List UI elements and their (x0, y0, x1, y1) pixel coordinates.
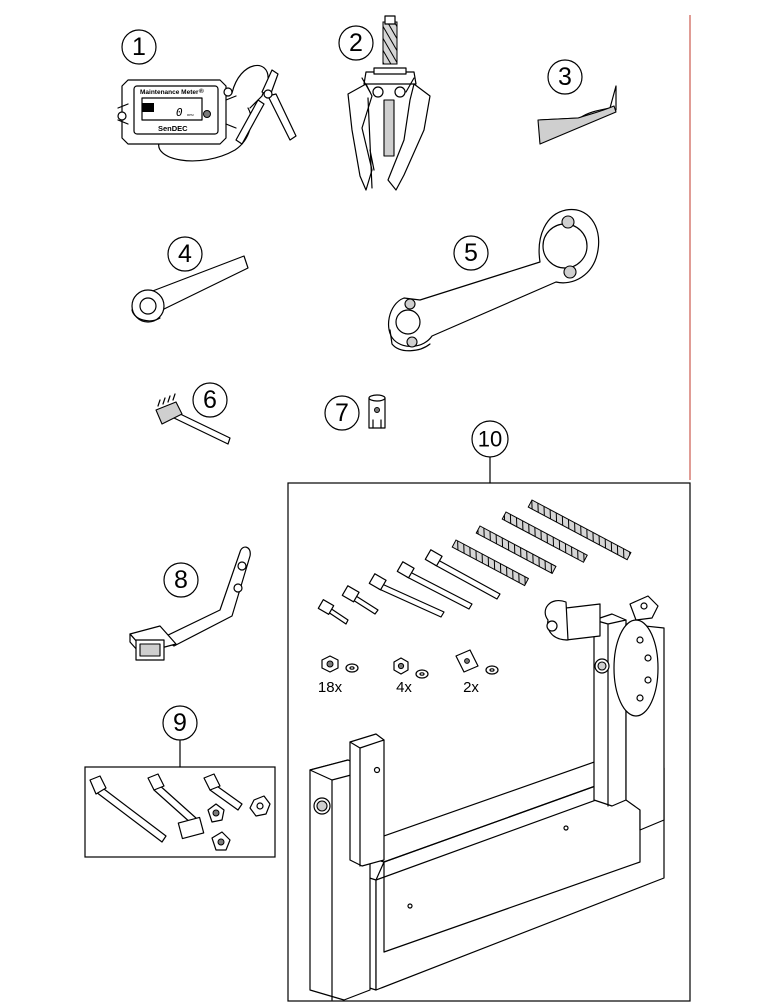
part-2-puller (347, 15, 431, 191)
part-4-pin-wrench (131, 255, 249, 323)
part-3-gauge-plate (537, 85, 617, 145)
callout-3: 3 (547, 59, 583, 95)
part-6-comb-tool (155, 393, 231, 445)
svg-text:10: 10 (478, 427, 502, 452)
callout-7: 7 (324, 395, 360, 431)
callout-2: 2 (338, 25, 374, 61)
part-10-box (287, 482, 691, 1002)
part-10-bolts (317, 499, 632, 625)
meter-brand: SenDEC (158, 124, 188, 133)
svg-text:3: 3 (558, 63, 572, 91)
part-9-hardware (89, 773, 271, 851)
part-8-bracket (129, 546, 251, 661)
svg-text:5: 5 (464, 239, 478, 267)
quantity-label-plates: 2x (463, 679, 479, 696)
part-5-spanner (387, 208, 600, 352)
svg-text:4: 4 (178, 240, 192, 268)
meter-unit: RPM (187, 113, 194, 117)
svg-text:1: 1 (132, 33, 146, 61)
callout-8: 8 (163, 562, 199, 598)
svg-text:8: 8 (174, 566, 188, 594)
quantity-label-small-nuts: 4x (396, 679, 412, 696)
callout-10: 10 (471, 420, 509, 458)
svg-text:9: 9 (173, 709, 187, 737)
part-7-sleeve (368, 394, 386, 429)
svg-text:7: 7 (335, 399, 349, 427)
callout-1: 1 (121, 29, 157, 65)
meter-reading: 0 (176, 106, 183, 119)
meter-title: Maintenance Meter (140, 89, 199, 96)
svg-text:2: 2 (349, 29, 363, 57)
svg-text:6: 6 (203, 386, 217, 414)
callout-9: 9 (162, 705, 198, 741)
callout-6: 6 (192, 382, 228, 418)
part-1-maintenance-meter: Maintenance Meter ® 0 RPM SenDEC (117, 64, 297, 162)
callout-4: 4 (167, 236, 203, 272)
quantity-label-nuts: 18x (318, 679, 343, 696)
meter-trademark: ® (199, 87, 204, 95)
part-10-nuts-washers (321, 649, 499, 679)
callout-5: 5 (453, 235, 489, 271)
part-10-stand-frame (309, 595, 665, 1001)
